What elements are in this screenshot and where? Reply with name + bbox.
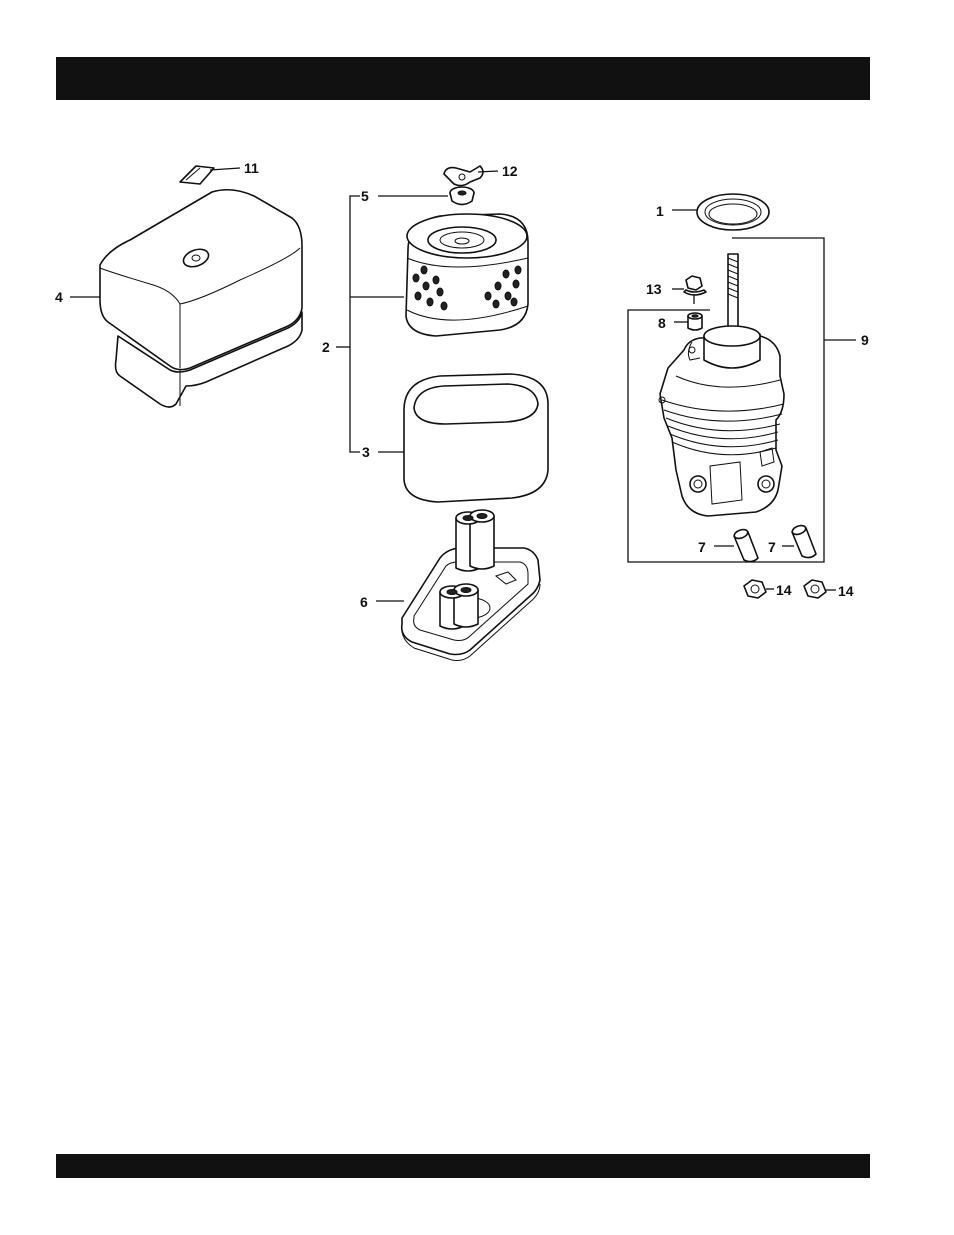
part-12-wing-nut (444, 166, 498, 186)
callout-13: 13 (646, 281, 662, 297)
part-7-tube-a (714, 528, 758, 562)
callout-11: 11 (244, 160, 259, 176)
part-6-base (376, 510, 540, 661)
part-2-filter-element (406, 214, 528, 336)
callout-7b: 7 (768, 539, 776, 555)
callout-6: 6 (360, 594, 368, 610)
callout-9: 9 (861, 332, 869, 348)
callout-1: 1 (656, 203, 664, 219)
callout-12: 12 (502, 163, 518, 179)
callout-4: 4 (55, 289, 63, 305)
callout-8: 8 (658, 315, 666, 331)
part-9-elbow-housing (659, 254, 784, 516)
callout-7a: 7 (698, 539, 706, 555)
callout-14a: 14 (776, 582, 792, 598)
part-3-foam-element (404, 374, 548, 502)
part-7-tube-b (782, 524, 816, 558)
part-8-collar (674, 313, 702, 330)
callout-5: 5 (361, 188, 369, 204)
part-14-nut-a (744, 580, 774, 598)
callout-14b: 14 (838, 583, 854, 599)
part-4-cover (70, 190, 302, 407)
part-5-grommet (378, 187, 474, 205)
part-11-clip (180, 166, 240, 184)
part-14-nut-b (804, 580, 836, 598)
part-1-gasket (672, 194, 769, 230)
part-13-bolt (672, 276, 706, 304)
bracket-2-3 (336, 196, 404, 452)
callout-3: 3 (362, 444, 370, 460)
callout-2: 2 (322, 339, 330, 355)
